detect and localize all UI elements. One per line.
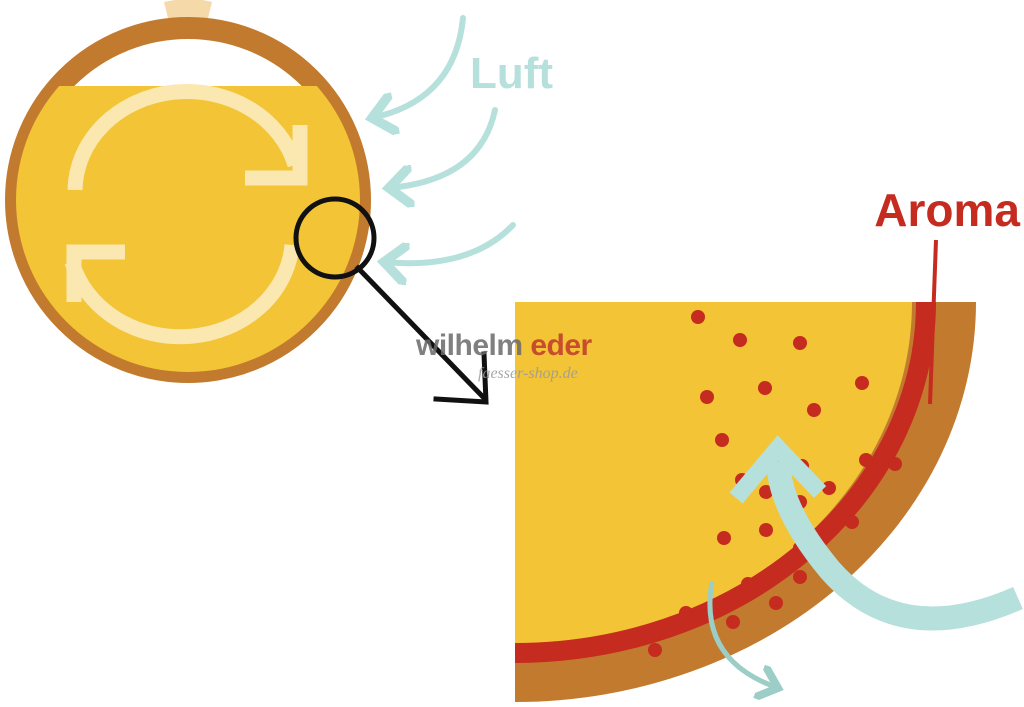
aroma-dot bbox=[893, 423, 907, 437]
aroma-dot bbox=[726, 615, 740, 629]
aroma-dot bbox=[769, 596, 783, 610]
aroma-dot bbox=[855, 376, 869, 390]
aroma-dots bbox=[648, 310, 907, 657]
aroma-dot bbox=[793, 336, 807, 350]
aroma-dot bbox=[741, 577, 755, 591]
watermark-sub: faesser-shop.de bbox=[478, 365, 578, 382]
barrel-wine bbox=[16, 86, 360, 372]
aroma-dot bbox=[759, 485, 773, 499]
aroma-dot bbox=[859, 453, 873, 467]
barrel-bung bbox=[164, 0, 212, 18]
aroma-dot bbox=[758, 381, 772, 395]
aroma-dot bbox=[759, 523, 773, 537]
watermark-brand-part2: eder bbox=[530, 329, 592, 362]
aroma-dot bbox=[888, 457, 902, 471]
aroma-dot bbox=[807, 403, 821, 417]
aroma-dot bbox=[715, 433, 729, 447]
aroma-dot bbox=[733, 333, 747, 347]
air-arrow-icon bbox=[372, 15, 516, 263]
aroma-pointer-line bbox=[928, 239, 938, 405]
magnifier-circle-icon bbox=[293, 196, 377, 280]
aroma-dot bbox=[679, 606, 693, 620]
circulation-arrow-icon bbox=[64, 83, 308, 345]
zoom-wine bbox=[515, 302, 912, 647]
aroma-dot bbox=[822, 481, 836, 495]
aroma-dot bbox=[700, 390, 714, 404]
aroma-dot bbox=[717, 531, 731, 545]
aroma-dot bbox=[691, 310, 705, 324]
watermark-brand-part1: wilhelm bbox=[415, 329, 530, 362]
watermark-logo: wilhelm eder faesser-shop.de bbox=[415, 329, 593, 382]
svg-text:wilhelm eder: wilhelm eder bbox=[415, 329, 593, 362]
aroma-dot bbox=[793, 570, 807, 584]
aroma-label: Aroma bbox=[874, 184, 1020, 236]
aroma-dot bbox=[845, 515, 859, 529]
barrel-icon bbox=[5, 0, 371, 383]
air-arrow-large-icon bbox=[729, 435, 1023, 631]
air-label: Luft bbox=[470, 49, 553, 98]
aroma-dot bbox=[648, 643, 662, 657]
zoom-arrow-icon bbox=[354, 264, 489, 405]
zoom-section bbox=[515, 302, 1023, 702]
exchange-arrow-icon bbox=[707, 581, 778, 688]
